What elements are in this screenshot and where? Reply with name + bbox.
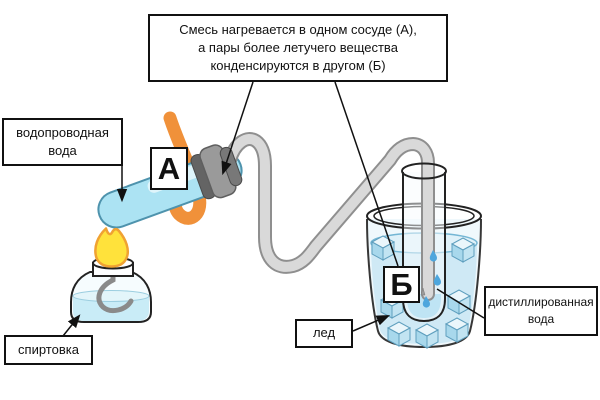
drip-at-tube-end: [420, 287, 426, 296]
vessel-b-label: Б: [383, 266, 420, 303]
line-distilled: [436, 288, 485, 319]
line-caption-to-b: [334, 81, 399, 267]
ice-cube: [370, 235, 396, 261]
vessel-a-label: А: [150, 147, 188, 190]
ice-cube: [450, 237, 476, 263]
droplet-icon: [429, 250, 437, 262]
distilled-water-label: дистиллированная вода: [484, 286, 598, 336]
spirit-lamp: [70, 227, 152, 323]
tap-water-label: водопроводная вода: [2, 118, 123, 166]
ice-cube: [414, 323, 440, 349]
ice-cube: [386, 321, 412, 347]
caption-box: Смесь нагревается в одном сосуде (А), а …: [148, 14, 448, 82]
caption-line: а пары более летучего вещества: [198, 39, 398, 55]
droplet-icon: [433, 274, 441, 286]
droplet-icon: [422, 296, 430, 308]
line-ice: [352, 315, 391, 332]
caption-line: Смесь нагревается в одном сосуде (А),: [179, 21, 417, 37]
delivery-tube: [223, 132, 435, 301]
wick: [96, 259, 134, 314]
ice-label: лед: [295, 319, 353, 348]
line-caption-to-a: [221, 81, 254, 176]
condensate-droplets: [420, 250, 441, 308]
flame-icon: [94, 227, 130, 268]
test-tube-b-rim: [401, 162, 447, 180]
connector-lines: [62, 81, 485, 337]
caption-line: конденсируются в другом (Б): [210, 58, 386, 74]
line-spiritlamp: [62, 314, 81, 337]
spirit-lamp-label: спиртовка: [4, 335, 93, 365]
test-tube-b: [401, 162, 447, 323]
ice-cube: [444, 317, 470, 343]
